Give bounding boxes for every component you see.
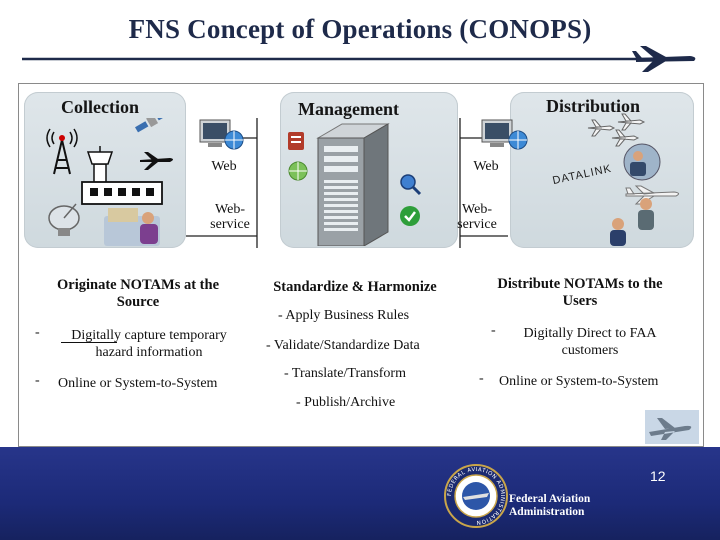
originate-item-1: Digitally capture temporary hazard infor… [71, 328, 227, 360]
airport-worker-icon [104, 208, 160, 246]
airplane-icon [140, 152, 173, 170]
left-computer-icon [199, 119, 244, 150]
harmonize-item-3: - Translate/Transform [284, 366, 406, 381]
jet-image-icon [645, 410, 699, 444]
page-number: 12 [650, 468, 666, 484]
satellite-icon [135, 118, 170, 133]
right-web-service-label: Web- service [457, 202, 497, 232]
digitally-underline [61, 342, 117, 343]
collection-heading: Collection [61, 97, 139, 117]
right-computer-icon [481, 119, 528, 150]
harmonize-item-1: - Apply Business Rules [278, 308, 410, 323]
originate-heading: Originate NOTAMs at the Source [56, 277, 220, 310]
collection-icons [46, 118, 173, 246]
distribution-icons [587, 113, 680, 246]
document-icon [288, 132, 304, 150]
magnifier-icon [400, 174, 422, 196]
control-tower-icon [81, 146, 163, 205]
server-icon [316, 123, 390, 246]
distribution-box [510, 92, 694, 248]
satellite-dish-icon [48, 203, 80, 236]
title-decoration [22, 46, 696, 72]
harmonize-heading: Standardize & Harmonize [273, 279, 437, 295]
harmonize-item-2: - Validate/Standardize Data [266, 338, 420, 353]
originate-dash-2: - [35, 373, 40, 388]
distribute-item-1: Digitally Direct to FAA customers [523, 326, 657, 358]
management-icons [288, 123, 422, 246]
originate-item-2: Online or System-to-System [58, 376, 218, 391]
faa-seal-icon: FEDERAL AVIATION ADMINISTRATION [444, 464, 508, 528]
harmonize-item-4: - Publish/Archive [296, 395, 396, 410]
org-name: Federal Aviation Administration [509, 493, 591, 518]
page-title: FNS Concept of Operations (CONOPS) [128, 14, 592, 44]
checkmark-icon [400, 206, 420, 226]
aircraft-formation-icon [587, 113, 646, 147]
distribute-dash-1: - [491, 323, 496, 338]
distribute-heading: Distribute NOTAMs to the Users [497, 276, 663, 309]
distribution-heading: Distribution [546, 96, 641, 116]
right-web-label: Web [473, 159, 499, 174]
left-web-label: Web [211, 159, 237, 174]
radio-tower-icon [46, 128, 78, 175]
pilots-icon [610, 198, 654, 246]
airliner-icon [625, 185, 680, 205]
globe-icon [288, 161, 308, 181]
footer-bar [0, 447, 720, 540]
pilot-icon [623, 143, 661, 181]
left-web-service-label: Web- service [210, 202, 250, 232]
management-heading: Management [298, 99, 399, 119]
distribute-item-2: Online or System-to-System [499, 374, 659, 389]
title-airplane-icon [632, 46, 696, 72]
distribute-dash-2: - [479, 371, 484, 386]
originate-dash-1: - [35, 325, 40, 340]
